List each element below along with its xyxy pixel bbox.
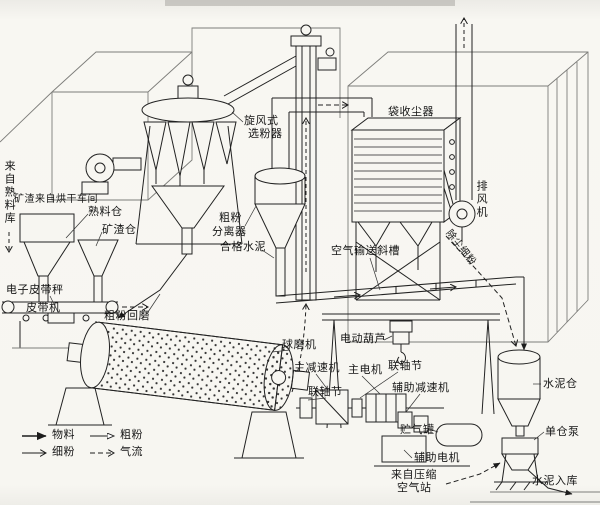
legend-arrows: [22, 431, 114, 453]
cyclone-classifier: [117, 74, 243, 319]
cement-silo: [497, 349, 541, 437]
bag-dust-collector: [350, 117, 462, 301]
label-compressed-air-1: 来自压缩: [391, 468, 437, 481]
label-air-chute: 空气输送斜槽: [331, 244, 400, 257]
legend-coarse-label: 粗粉: [120, 428, 143, 441]
label-coarse-separator-1: 粗粉: [219, 211, 242, 224]
buildings: [0, 27, 600, 503]
air-conveying-chute: [275, 276, 527, 351]
label-aux-reducer: 辅助减速机: [392, 381, 450, 394]
label-coarse-separator-2: 分离器: [212, 225, 247, 238]
label-exhaust-fan: 排风机: [475, 180, 489, 219]
label-aux-motor: 辅助电机: [414, 451, 460, 464]
feed-bins: [19, 213, 119, 302]
blower: [81, 153, 142, 195]
legend-fine-label: 细粉: [52, 445, 75, 458]
label-slag-silo: 矿渣仓: [102, 223, 137, 236]
label-from-clinker-store: 来自熟料库: [3, 160, 17, 225]
coarse-separator: [254, 97, 373, 297]
label-qualified-cement: 合格水泥: [220, 240, 266, 253]
label-ball-mill: 球磨机: [282, 338, 317, 351]
label-coarse-return: 粗粉回磨: [104, 309, 150, 322]
label-cyclone-classifier-2: 选粉器: [248, 127, 283, 140]
exhaust-fan-stack: [443, 18, 516, 346]
label-slag-from-drying: 矿渣来自烘干车间: [14, 194, 98, 205]
label-cement-silo: 水泥仓: [543, 377, 578, 390]
leader-lines: [49, 111, 545, 459]
legend-air-label: 气流: [120, 445, 143, 458]
label-clinker-silo: 熟料仓: [88, 205, 123, 218]
label-cyclone-classifier-1: 旋风式: [244, 114, 279, 127]
label-bag-dust-collector: 袋收尘器: [388, 105, 434, 118]
label-main-reducer: 主减速机: [294, 361, 340, 374]
label-coupling-b: 联轴节: [308, 385, 343, 398]
label-electric-hoist: 电动葫芦: [340, 332, 386, 345]
label-compressed-air-2: 空气站: [397, 481, 432, 494]
scan-smudge: [165, 0, 455, 6]
mill-drive-train: [296, 389, 483, 467]
label-belt-scale: 电子皮带秤: [6, 283, 64, 296]
legend-material-label: 物料: [52, 428, 75, 441]
label-single-pump: 单仓泵: [545, 425, 580, 438]
ball-mill: [48, 321, 311, 459]
label-belt-conveyor: 皮带机: [26, 301, 61, 314]
bucket-elevator: [223, 24, 337, 393]
label-main-motor: 主电机: [348, 363, 383, 376]
label-air-tank: 贮气罐: [400, 423, 435, 436]
label-cement-to-store: 水泥入库: [532, 474, 578, 487]
single-chamber-pump: [445, 437, 573, 496]
label-coupling-a: 联轴节: [388, 359, 423, 372]
